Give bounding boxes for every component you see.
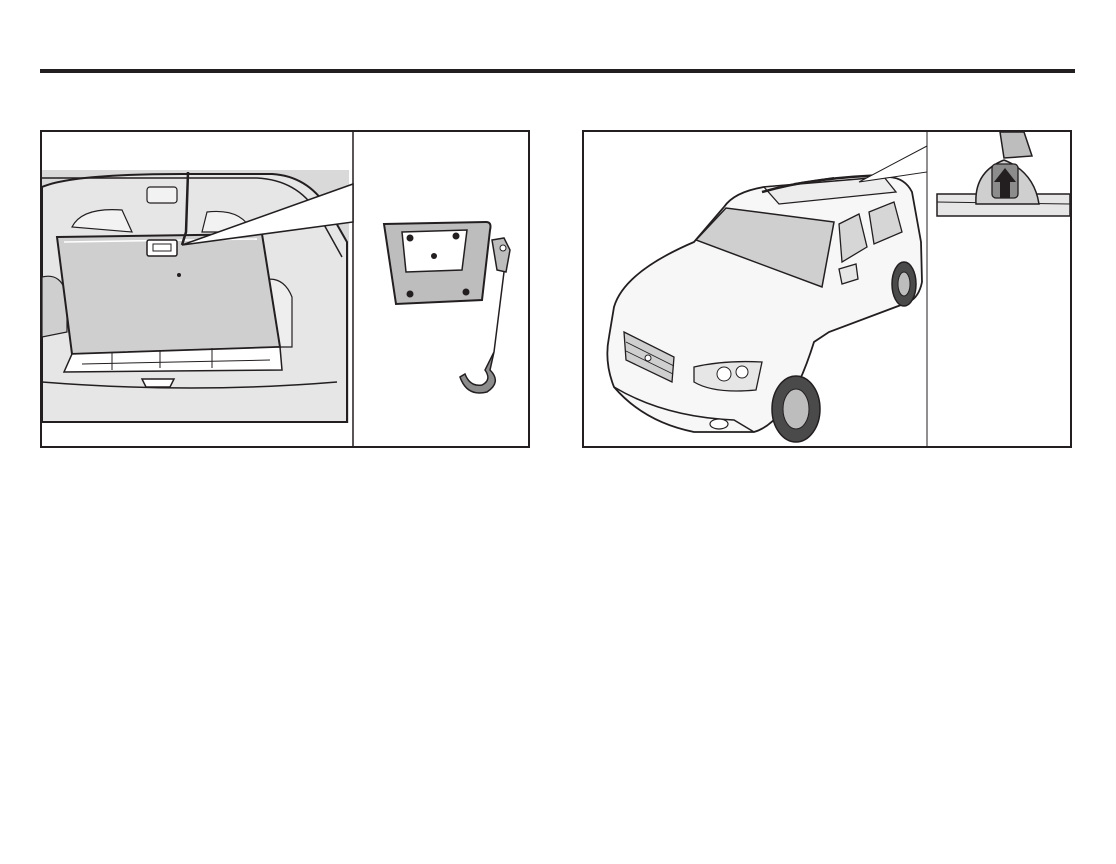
tie-down-hook	[460, 352, 495, 393]
figure-roof-rack	[582, 130, 1072, 448]
roof-rack-illustration	[584, 132, 1070, 446]
fog-lamp	[710, 419, 728, 429]
headrest	[147, 187, 177, 203]
tailgate-latch	[142, 379, 174, 387]
zoom-callout	[859, 146, 927, 182]
cargo-hook-illustration	[42, 132, 528, 446]
cord-anchor	[492, 238, 510, 272]
tie-down-cord	[494, 272, 504, 352]
header-rule	[40, 69, 1075, 73]
figure-cargo-tie-down	[40, 130, 530, 448]
